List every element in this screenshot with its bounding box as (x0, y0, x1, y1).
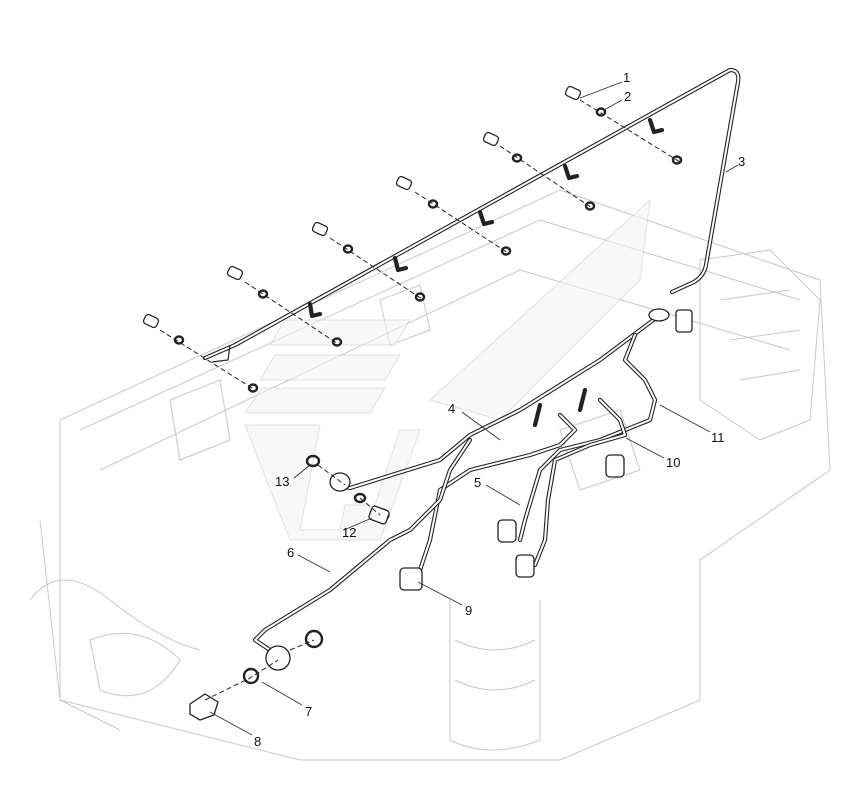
callout-10: 10 (666, 455, 680, 470)
callout-2: 2 (624, 89, 631, 104)
callout-8: 8 (254, 734, 261, 749)
callout-7: 7 (305, 704, 312, 719)
callout-3: 3 (738, 154, 745, 169)
callout-12: 12 (342, 525, 356, 540)
fuel-return-line (202, 67, 741, 363)
callout-9: 9 (465, 603, 472, 618)
callout-6: 6 (287, 545, 294, 560)
callout-1: 1 (623, 70, 630, 85)
leader-lines (209, 81, 739, 736)
injector-bolts (142, 85, 582, 329)
seal-rings (159, 99, 683, 393)
callouts: 1 2 3 4 5 6 7 8 9 10 11 12 13 (254, 70, 745, 749)
engine-background (29, 189, 831, 761)
fuel-pipes-lower (252, 312, 663, 653)
callout-5: 5 (474, 475, 481, 490)
callout-4: 4 (448, 401, 455, 416)
watermark-logo (244, 198, 651, 541)
callout-13: 13 (275, 474, 289, 489)
callout-11: 11 (711, 430, 725, 445)
fittings (189, 308, 693, 721)
